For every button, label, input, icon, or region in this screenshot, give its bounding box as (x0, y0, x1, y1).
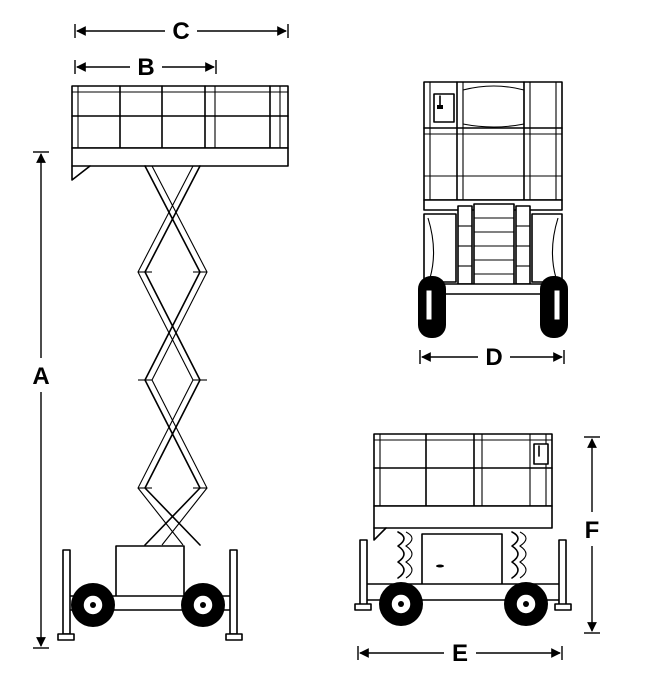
dimension-a-label: A (32, 363, 49, 390)
end-view-right-wheel (540, 276, 568, 338)
end-view-guardrail (423, 81, 563, 201)
control-box-icon (433, 93, 455, 123)
side-view-extended (57, 85, 289, 641)
dimension-c: C (74, 18, 289, 45)
dimension-b: B (74, 54, 217, 81)
front-wheel (181, 583, 225, 627)
stowed-scissor (397, 531, 527, 579)
stowed-control-box-icon (533, 443, 549, 465)
stowed-guardrail (373, 433, 553, 507)
dimension-b-label: B (137, 54, 154, 81)
end-view (418, 81, 568, 338)
dimension-f: F (584, 436, 600, 634)
stowed-front-wheel (504, 582, 548, 626)
dimension-e: E (357, 640, 563, 667)
stowed-rear-wheel (379, 582, 423, 626)
dimension-a: A (32, 151, 50, 649)
dimension-d: D (419, 344, 565, 371)
side-view-stowed (354, 433, 572, 626)
dimension-d-label: D (485, 344, 502, 371)
end-view-scissor (457, 203, 531, 287)
dimension-f-label: F (585, 517, 600, 544)
dimension-e-label: E (452, 640, 468, 667)
rear-wheel (71, 583, 115, 627)
dimension-c-label: C (172, 18, 189, 45)
platform-deck (71, 147, 289, 181)
end-view-left-wheel (418, 276, 446, 338)
platform-guardrail (71, 85, 289, 149)
scissor-stack (137, 165, 208, 546)
